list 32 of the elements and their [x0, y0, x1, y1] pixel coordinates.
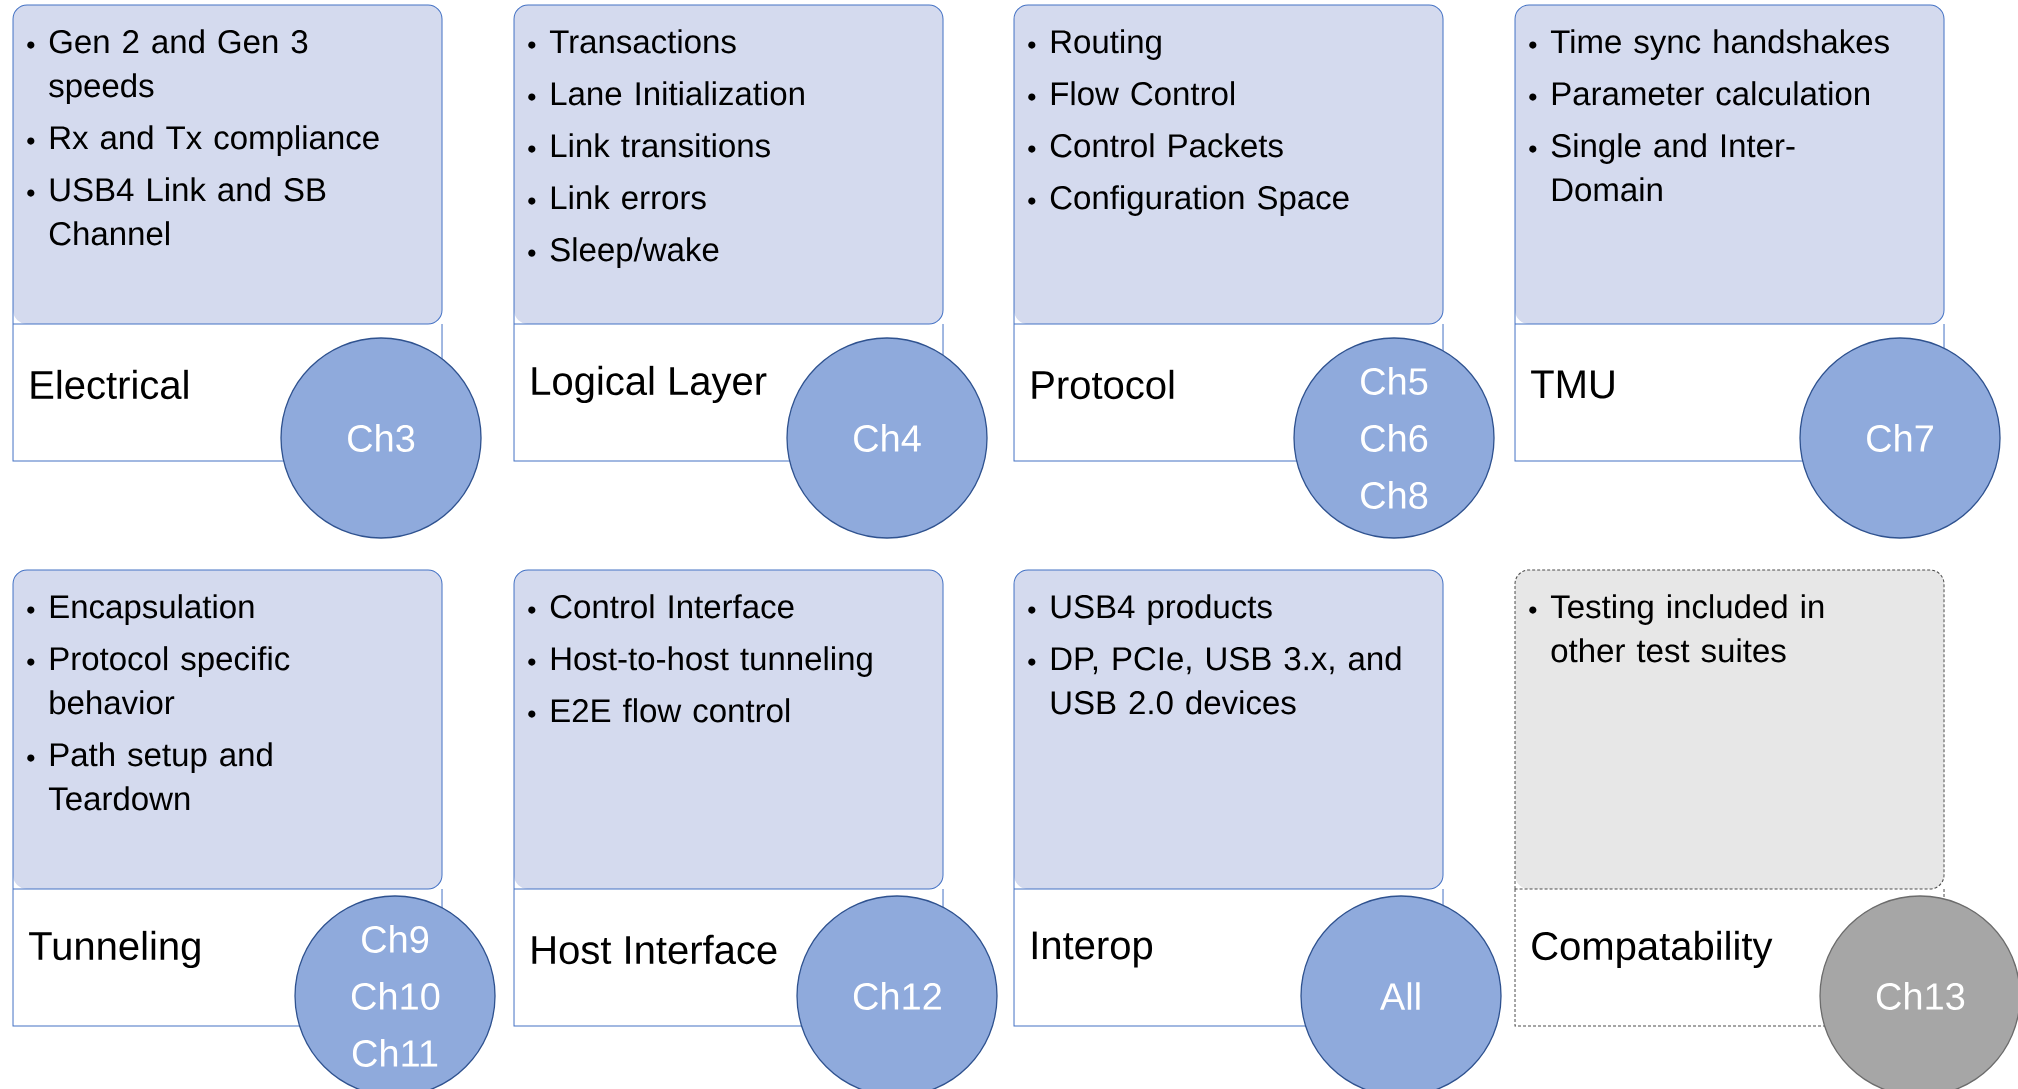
card-title: Compatability [1532, 930, 1773, 969]
node-label: Link transitions [551, 133, 770, 158]
card-title: Protocol [1032, 369, 1174, 400]
card-title: TMU [1531, 370, 1614, 399]
node-label: Transactions [549, 29, 736, 54]
card [12, 4, 443, 462]
node-label: Link errors [551, 185, 706, 210]
card-title: Logical Layer [532, 365, 767, 404]
card [1514, 4, 1945, 462]
bullet-list: Gen 2 and Gen 3 speeds Rx and Tx compliance USB4 Link and SB Channel [27, 29, 379, 246]
node-label: Flow Control [1051, 81, 1235, 106]
bullet-list: Encapsulation Protocol specific behavior Path setup and Teardown [27, 594, 290, 811]
bullet-list: Control Interface Host-to-host tunneling E2E flow control [528, 594, 872, 723]
card [1013, 4, 1444, 462]
node-label: Control Packets [1050, 133, 1283, 158]
bullet-list: Time sync handshakes Parameter calculation Single and Inter-Domain [1529, 29, 1889, 202]
card [12, 569, 443, 1027]
bullet-list: Routing Flow Control Control Packets Configuration Space [1028, 29, 1349, 216]
card [1013, 569, 1444, 1027]
card [513, 4, 944, 462]
card-title: Interop [1032, 931, 1153, 968]
bullet-list: Testing included in other test suites [1529, 594, 1824, 663]
card-title: Host Interface [532, 934, 777, 965]
node-label: Routing [1051, 29, 1161, 60]
bullet-list: Transactions Lane Initialization Link transitions Link errors Sleep/wake [528, 29, 804, 268]
node-label: Configuration Space [1050, 185, 1349, 216]
card-title: Electrical [31, 369, 188, 400]
node-label: Lane Initialization [551, 81, 804, 106]
node-label: Sleep/wake [550, 237, 719, 268]
bullet-list: USB4 products DP, PCIe, USB 3.x, and USB 2.0 devices [1028, 594, 1401, 715]
card [513, 569, 944, 1027]
card-title: Tunneling [29, 930, 200, 969]
